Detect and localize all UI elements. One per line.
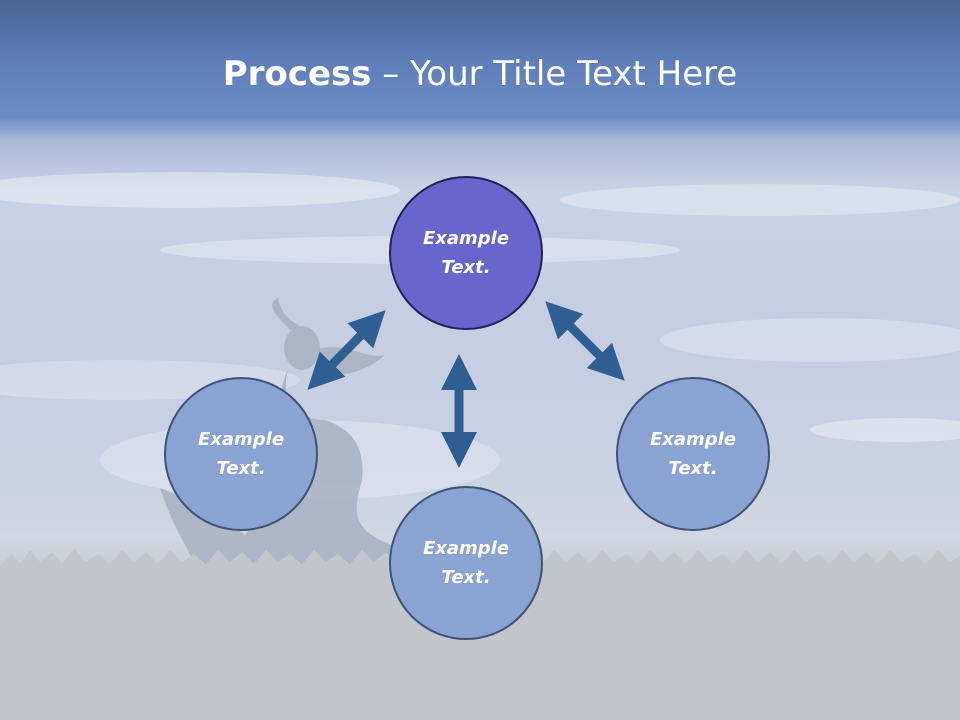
- node-label-line: Text.: [216, 458, 266, 479]
- node-label-line: Example: [422, 228, 510, 249]
- title-bold: Process: [222, 54, 372, 94]
- process-node-bottom: Example Text.: [389, 486, 543, 640]
- node-label: Example Text.: [181, 425, 301, 483]
- double-arrow-icon: [307, 310, 386, 390]
- process-node-top: Example Text.: [389, 176, 543, 330]
- node-label-line: Text.: [441, 257, 491, 278]
- page-title: Process – Your Title Text Here: [0, 52, 960, 96]
- process-node-left: Example Text.: [164, 377, 318, 531]
- process-node-right: Example Text.: [616, 377, 770, 531]
- title-rest: – Your Title Text Here: [371, 54, 738, 94]
- node-label-line: Text.: [441, 567, 491, 588]
- node-label: Example Text.: [633, 425, 753, 483]
- double-arrow-icon: [545, 301, 625, 381]
- node-label: Example Text.: [406, 534, 526, 592]
- node-label-line: Example: [649, 429, 737, 450]
- node-label-line: Example: [422, 538, 510, 559]
- node-label-line: Text.: [668, 458, 718, 479]
- node-label: Example Text.: [406, 224, 526, 282]
- node-label-line: Example: [197, 429, 285, 450]
